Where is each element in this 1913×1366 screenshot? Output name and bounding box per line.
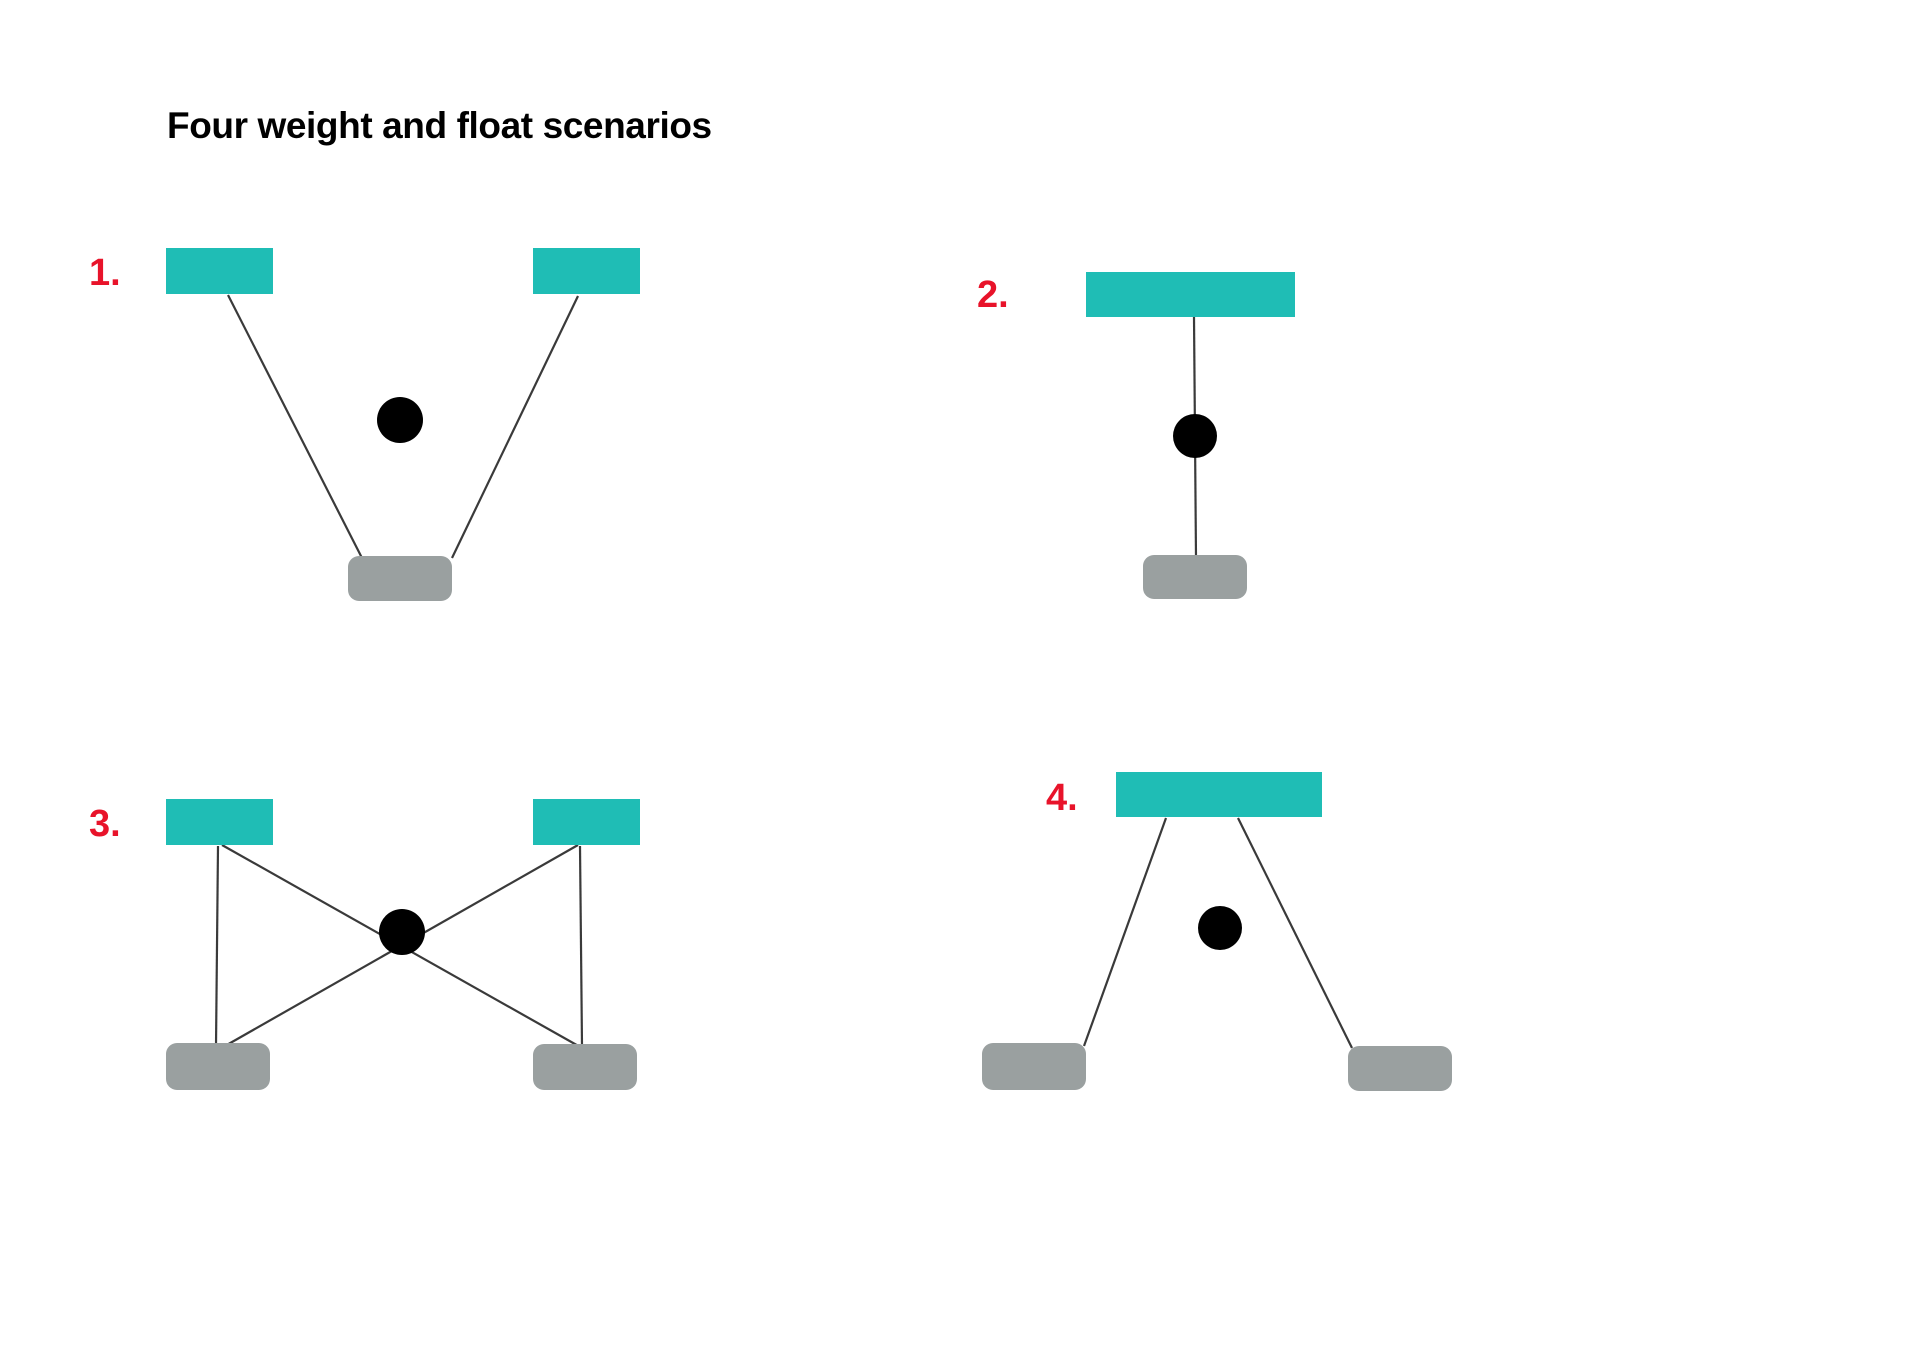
scenario-4-float-center [1116,772,1322,817]
scenario-2-weight-center [1143,555,1247,599]
scenario-2-float-center [1086,272,1295,317]
scenario-4-weight-left [982,1043,1086,1090]
scenario-3-float-right [533,799,640,845]
scenario-1-tether-right [451,295,579,559]
scenario-2-pivot-dot [1173,414,1217,458]
scenario-number-3: 3. [89,803,121,845]
scenario-3-weight-right [533,1044,637,1090]
scenario-1-float-right [533,248,640,294]
scenario-4-pivot-dot [1198,906,1242,950]
scenario-3-tether-right-vertical [578,845,584,1047]
scenario-3-float-left [166,799,273,845]
scenario-4-weight-right [1348,1046,1452,1091]
scenario-1-tether-left [227,294,363,559]
scenario-3-tether-left-vertical [214,845,220,1047]
scenario-number-2: 2. [977,274,1009,316]
scenario-number-4: 4. [1046,777,1078,819]
page-title: Four weight and float scenarios [167,105,712,146]
scenario-4-tether-left [1082,817,1168,1047]
scenario-4-tether-right [1237,817,1353,1049]
scenario-3-pivot-dot [379,909,425,955]
scenario-1-float-left [166,248,273,294]
scenario-1-weight-center [348,556,452,601]
scenario-1-pivot-dot [377,397,423,443]
scenario-number-1: 1. [89,252,121,294]
scenario-3-weight-left [166,1043,270,1090]
